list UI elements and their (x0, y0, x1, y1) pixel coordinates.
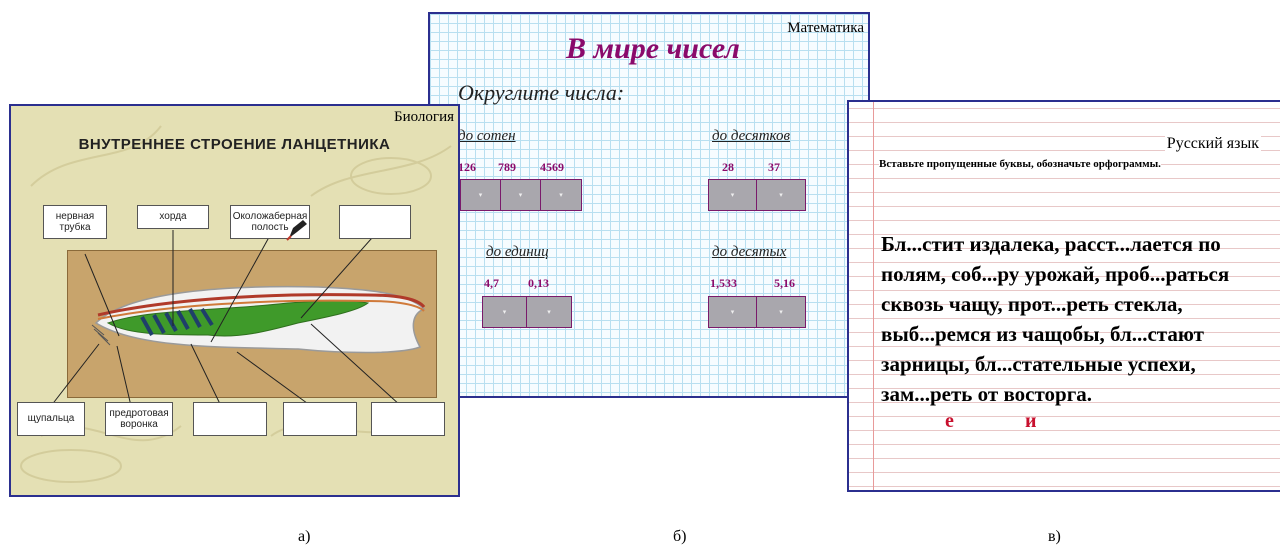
answer-box[interactable]: ▾ (501, 180, 541, 210)
notebook-margin-line (873, 102, 874, 490)
answer-box[interactable]: ▾ (527, 297, 571, 327)
number-789: 789 (498, 160, 516, 174)
exercise-line-3: сквозь чащу, прот...реть стекла, (881, 292, 1183, 316)
number-5-16: 5,16 (774, 276, 795, 290)
lancelet-illustration (91, 285, 426, 354)
letter-option-e[interactable]: е (945, 410, 954, 432)
label-atrial-cavity[interactable]: Окoложаберная полость (230, 205, 310, 239)
label-empty-slot[interactable] (193, 402, 267, 436)
label-empty-slot-top[interactable] (339, 205, 411, 239)
answer-row-tenths: ▾ ▾ (708, 296, 806, 328)
pen-cursor-icon (286, 220, 307, 241)
number-28: 28 (722, 160, 734, 174)
group-heading-tenths: до десятых (712, 244, 787, 260)
group-heading-hundreds: до сотен (458, 128, 516, 144)
caption-c: в) (1048, 528, 1061, 545)
math-slide-title: В мире чисел (566, 32, 740, 65)
caption-a: а) (298, 528, 311, 545)
russian-slide: Русский язык Вставьте пропущенные буквы,… (847, 100, 1280, 492)
number-1-533: 1,533 (710, 276, 737, 290)
number-4569: 4569 (540, 160, 564, 174)
answer-box[interactable]: ▾ (757, 180, 805, 210)
label-notochord[interactable]: хорда (137, 205, 209, 229)
answer-row-units: ▾ ▾ (482, 296, 572, 328)
letter-option-i[interactable]: и (1025, 410, 1037, 432)
label-tentacles[interactable]: щупальца (17, 402, 85, 436)
russian-task-text: Вставьте пропущенные буквы, обозначьте о… (879, 158, 1161, 170)
lancelet-diagram-panel (67, 250, 437, 398)
label-neural-tube[interactable]: нервная трубка (43, 205, 107, 239)
label-empty-slot[interactable] (283, 402, 357, 436)
answer-box[interactable]: ▾ (461, 180, 501, 210)
answer-row-hundreds: ▾ ▾ ▾ (460, 179, 582, 211)
answer-box[interactable]: ▾ (709, 297, 757, 327)
number-4-7: 4,7 (484, 276, 499, 290)
answer-box[interactable]: ▾ (541, 180, 581, 210)
biology-subject-label: Биология (393, 109, 454, 125)
exercise-line-6: зам...реть от восторга. (881, 382, 1092, 406)
russian-subject-label: Русский язык (1164, 135, 1261, 153)
math-task-text: Округлите числа: (458, 80, 625, 105)
exercise-line-4: выб...ремся из чащобы, бл...стают (881, 322, 1204, 346)
math-slide: Математика В мире чисел Округлите числа:… (428, 12, 870, 398)
biology-slide-title: ВНУТРЕННЕЕ СТРОЕНИЕ ЛАНЦЕТНИКА (78, 136, 391, 153)
label-empty-slot[interactable] (371, 402, 445, 436)
math-subject-label: Математика (787, 20, 864, 36)
answer-box[interactable]: ▾ (709, 180, 757, 210)
exercise-line-1: Бл...стит издалека, расст...лается по (881, 232, 1221, 256)
exercise-line-2: полям, соб...ру урожай, проб...раться (881, 262, 1230, 286)
biology-slide: Биология ВНУТРЕННЕЕ СТРОЕНИЕ ЛАНЦЕТНИКА (9, 104, 460, 497)
answer-box[interactable]: ▾ (757, 297, 805, 327)
group-heading-units: до единиц (486, 244, 549, 260)
label-pointer-lines (50, 229, 402, 407)
answer-box[interactable]: ▾ (483, 297, 527, 327)
group-heading-tens: до десятков (712, 128, 790, 144)
number-37: 37 (768, 160, 780, 174)
number-0-13: 0,13 (528, 276, 549, 290)
number-126: 126 (458, 160, 476, 174)
label-oral-funnel[interactable]: предротовая воронка (105, 402, 173, 436)
exercise-line-5: зарницы, бл...стательные успехи, (881, 352, 1196, 376)
caption-b: б) (673, 528, 687, 545)
answer-row-tens: ▾ ▾ (708, 179, 806, 211)
